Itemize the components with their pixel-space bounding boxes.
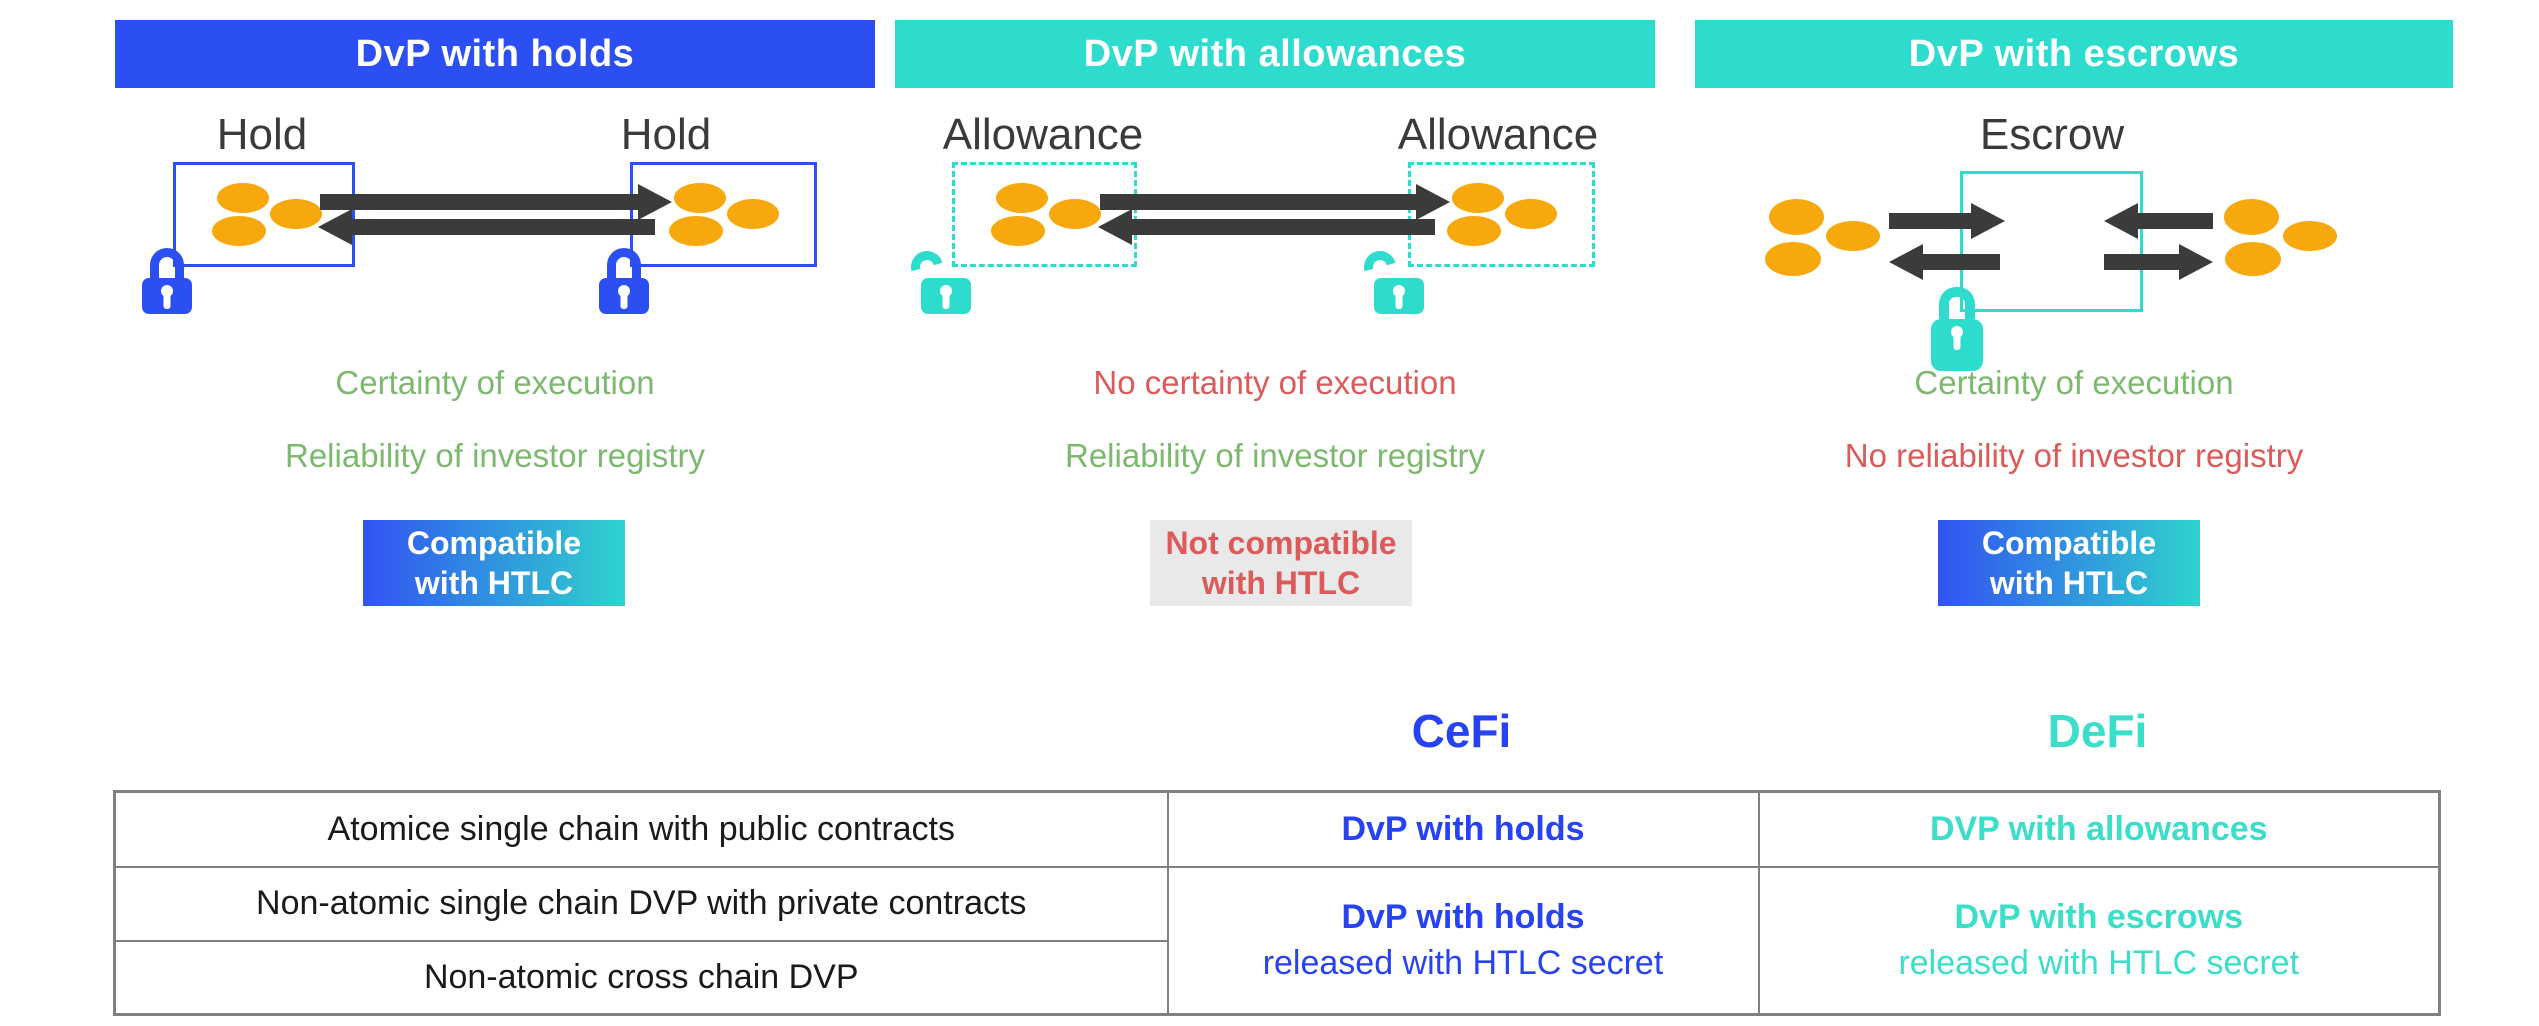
token-icon xyxy=(2283,221,2337,251)
deposit-arrow-left-head-icon xyxy=(2104,203,2138,239)
token-icon xyxy=(212,216,266,246)
transfer-arrow-right-head-icon xyxy=(638,184,672,220)
defi-merged-line1: DvP with escrows xyxy=(1954,898,2244,937)
status-certainty: Certainty of execution xyxy=(335,364,655,401)
cefi-atomic-cell: DvP with holds xyxy=(1166,790,1760,868)
transfer-arrow-left-head-icon xyxy=(318,209,352,245)
table-row: Atomice single chain with public contrac… xyxy=(113,790,2441,868)
badge-line1: Not compatible xyxy=(1165,525,1397,561)
token-icon xyxy=(1049,199,1101,229)
token-icon xyxy=(996,183,1048,213)
transfer-arrow-right-icon xyxy=(320,194,638,210)
token-icon xyxy=(991,216,1045,246)
row-label-nonatomic-cross-chain: Non-atomic cross chain DVP xyxy=(113,939,1169,1016)
comparison-table: Atomice single chain with public contrac… xyxy=(113,790,2441,1016)
cefi-nonatomic-cell: DvP with holds released with HTLC secret xyxy=(1166,865,1760,1016)
lock-closed-icon xyxy=(142,248,192,314)
row-label-nonatomic-single-chain: Non-atomic single chain DVP with private… xyxy=(113,865,1169,942)
cefi-merged-line1: DvP with holds xyxy=(1341,898,1585,937)
defi-atomic-cell: DVP with allowances xyxy=(1757,790,2441,868)
badge-line2: with HTLC xyxy=(1989,565,2149,601)
transfer-arrow-left-head-icon xyxy=(1098,209,1132,245)
cefi-column-header: CeFi xyxy=(1411,705,1512,757)
token-icon xyxy=(1447,216,1501,246)
table-row: Non-atomic single chain DVP with private… xyxy=(113,865,2441,1016)
lock-closed-icon xyxy=(1931,287,1983,371)
release-arrow-right-icon xyxy=(2104,254,2179,270)
token-icon xyxy=(669,216,723,246)
token-icon xyxy=(2225,242,2281,276)
token-icon xyxy=(1505,199,1557,229)
badge-line1: Compatible xyxy=(1981,525,2157,561)
escrow-label: Escrow xyxy=(1979,110,2125,159)
lock-open-icon xyxy=(905,245,971,314)
panel-title-holds: DvP with holds xyxy=(115,20,875,88)
deposit-arrow-right-icon xyxy=(1889,213,1971,229)
token-icon xyxy=(217,183,269,213)
transfer-arrow-right-icon xyxy=(1100,194,1416,210)
htlc-compatibility-badge: Compatible with HTLC xyxy=(363,520,625,606)
release-arrow-left-head-icon xyxy=(1889,244,1923,280)
lock-closed-icon xyxy=(599,248,649,314)
token-icon xyxy=(2224,199,2279,235)
htlc-compatibility-badge: Not compatible with HTLC xyxy=(1150,520,1412,606)
allowance-label-left: Allowance xyxy=(942,110,1144,159)
transfer-arrow-left-icon xyxy=(352,219,655,235)
token-icon xyxy=(1826,221,1880,251)
token-icon xyxy=(1452,183,1504,213)
defi-merged-line2: released with HTLC secret xyxy=(1898,944,2300,983)
status-registry: Reliability of investor registry xyxy=(1065,437,1485,474)
deposit-arrow-left-icon xyxy=(2138,213,2213,229)
token-icon xyxy=(270,199,322,229)
htlc-compatibility-badge: Compatible with HTLC xyxy=(1938,520,2200,606)
panel-title-escrows: DvP with escrows xyxy=(1695,20,2453,88)
defi-column-header: DeFi xyxy=(2047,705,2148,757)
token-icon xyxy=(1769,199,1824,235)
token-icon xyxy=(674,183,726,213)
status-certainty: No certainty of execution xyxy=(1093,364,1457,401)
badge-line1: Compatible xyxy=(406,525,582,561)
release-arrow-left-icon xyxy=(1923,254,2000,270)
cefi-merged-line2: released with HTLC secret xyxy=(1262,944,1664,983)
token-icon xyxy=(727,199,779,229)
transfer-arrow-right-head-icon xyxy=(1416,184,1450,220)
table-row: Non-atomic cross chain DVP xyxy=(113,939,2440,1016)
panel-dvp-with-holds: DvP with holds Hold Hold Certainty of ex… xyxy=(115,0,875,1026)
row-label-atomic-single-chain: Atomice single chain with public contrac… xyxy=(113,790,1169,868)
hold-label-right: Hold xyxy=(620,110,712,159)
panel-title-allowances: DvP with allowances xyxy=(895,20,1655,88)
hold-box-left xyxy=(173,162,355,267)
release-arrow-right-head-icon xyxy=(2179,244,2213,280)
defi-nonatomic-cell: DvP with escrows released with HTLC secr… xyxy=(1757,865,2441,1016)
status-registry: No reliability of investor registry xyxy=(1844,437,2304,474)
deposit-arrow-right-head-icon xyxy=(1971,203,2005,239)
hold-box-right xyxy=(630,162,817,267)
lock-open-icon xyxy=(1358,245,1424,314)
badge-line2: with HTLC xyxy=(1201,565,1361,601)
badge-line2: with HTLC xyxy=(414,565,574,601)
hold-label-left: Hold xyxy=(216,110,308,159)
panel-dvp-with-allowances: DvP with allowances Allowance Allowance … xyxy=(895,0,1655,1026)
panel-dvp-with-escrows: DvP with escrows Escrow Certainty of exe… xyxy=(1695,0,2453,1026)
status-certainty: Certainty of execution xyxy=(1914,364,2234,401)
escrow-box xyxy=(1960,171,2143,312)
allowance-box-left xyxy=(952,162,1137,267)
token-icon xyxy=(1765,242,1821,276)
transfer-arrow-left-icon xyxy=(1132,219,1435,235)
status-registry: Reliability of investor registry xyxy=(285,437,705,474)
allowance-label-right: Allowance xyxy=(1397,110,1599,159)
